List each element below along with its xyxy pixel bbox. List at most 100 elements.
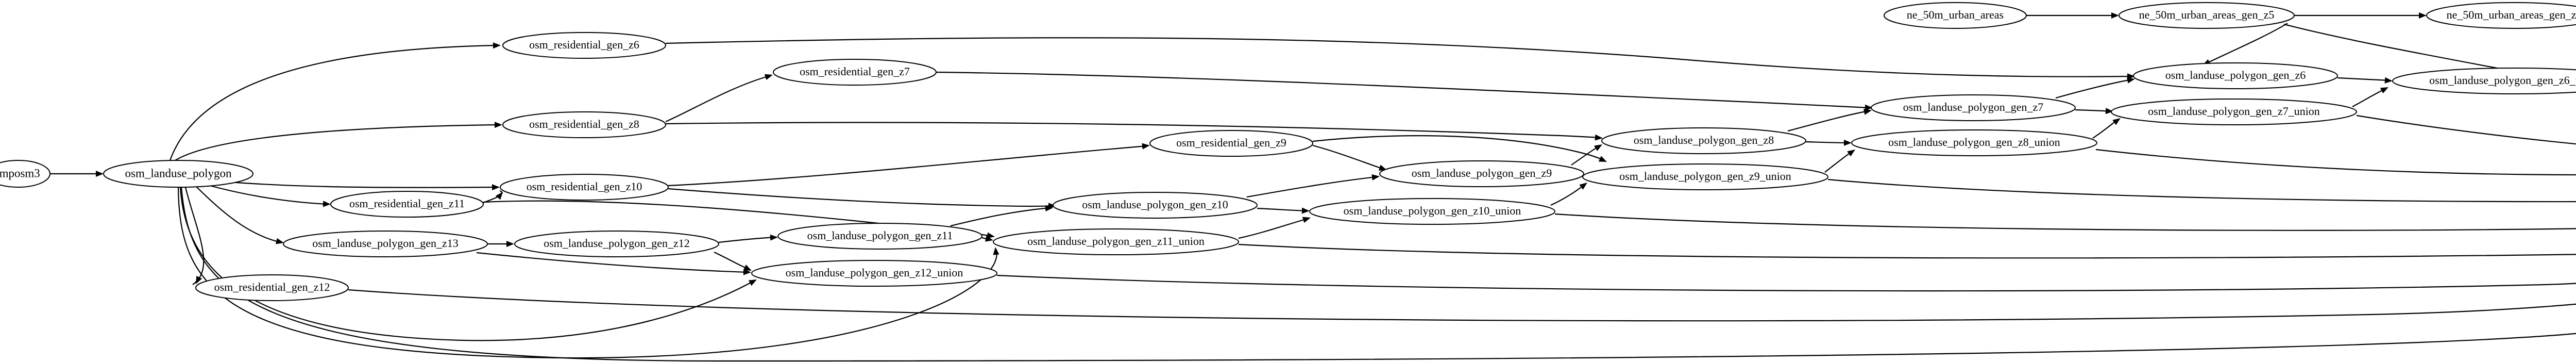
node-label: osm_landuse_polygon bbox=[125, 167, 232, 179]
edge-line bbox=[718, 236, 775, 243]
edge-line bbox=[206, 184, 328, 205]
node-ellipse[interactable] bbox=[2111, 98, 2357, 125]
arrowhead-icon bbox=[2105, 108, 2113, 114]
arrowhead-icon bbox=[96, 171, 104, 177]
graph-node-osm_residential_gen_z10[interactable]: osm_residential_gen_z10 bbox=[500, 174, 669, 201]
arrowhead-icon bbox=[1594, 144, 1602, 151]
edge bbox=[2055, 77, 2135, 99]
arrowhead-icon bbox=[743, 265, 752, 271]
node-label: osm_landuse_polygon_gen_z7_union bbox=[2148, 105, 2320, 118]
node-ellipse[interactable] bbox=[1601, 127, 1806, 154]
node-ellipse[interactable] bbox=[1149, 130, 1313, 157]
arrowhead-icon bbox=[1579, 183, 1587, 190]
edge bbox=[1238, 217, 1311, 239]
edge-line bbox=[348, 289, 2576, 322]
arrowhead-icon bbox=[1847, 150, 1855, 157]
node-label: osm_landuse_polygon_gen_z8 bbox=[1634, 134, 1774, 146]
node-label: osm_landuse_polygon_gen_z10 bbox=[1082, 198, 1228, 211]
node-ellipse[interactable] bbox=[1309, 198, 1555, 225]
graph-node-osm_landuse_polygon_gen_z7[interactable]: osm_landuse_polygon_gen_z7 bbox=[1871, 94, 2076, 121]
edge bbox=[184, 187, 205, 285]
edge-line bbox=[1257, 207, 1307, 212]
node-ellipse[interactable] bbox=[773, 59, 937, 86]
arrowhead-icon bbox=[764, 74, 773, 80]
node-ellipse[interactable] bbox=[2133, 62, 2338, 89]
graph-node-osm_landuse_polygon_gen_z10_union[interactable]: osm_landuse_polygon_gen_z10_union bbox=[1309, 198, 1555, 225]
graph-node-ne_50m_urban_areas_gen_z5[interactable]: ne_50m_urban_areas_gen_z5 bbox=[2119, 2, 2295, 29]
edge-line bbox=[1554, 213, 2576, 231]
arrowhead-icon bbox=[2419, 12, 2427, 19]
node-ellipse[interactable] bbox=[502, 32, 666, 59]
node-label: osm_landuse_polygon_gen_z10_union bbox=[1344, 204, 1521, 217]
edge-line bbox=[950, 207, 1050, 227]
graph-node-osm_landuse_polygon_gen_z7_union[interactable]: osm_landuse_polygon_gen_z7_union bbox=[2111, 98, 2357, 125]
node-ellipse[interactable] bbox=[2426, 2, 2576, 29]
node-ellipse[interactable] bbox=[2119, 2, 2295, 29]
edge-line bbox=[1787, 110, 1869, 132]
node-label: osm_landuse_polygon_gen_z6_union bbox=[2429, 74, 2576, 87]
node-ellipse[interactable] bbox=[1884, 2, 2027, 29]
edge bbox=[2337, 77, 2393, 84]
arrowhead-icon bbox=[1371, 174, 1380, 180]
graph-node-osm_residential_gen_z11[interactable]: osm_residential_gen_z11 bbox=[330, 191, 484, 218]
arrowhead-icon bbox=[1045, 205, 1053, 212]
graph-node-osm_landuse_polygon[interactable]: osm_landuse_polygon bbox=[103, 160, 253, 188]
node-ellipse[interactable] bbox=[1851, 129, 2097, 156]
arrowhead-icon bbox=[993, 247, 999, 255]
edge bbox=[1824, 150, 1855, 173]
edge-line bbox=[195, 186, 281, 243]
graph-node-osm_landuse_polygon_gen_z6_union[interactable]: osm_landuse_polygon_gen_z6_union bbox=[2392, 68, 2576, 94]
graph-node-osm_residential_gen_z8[interactable]: osm_residential_gen_z8 bbox=[502, 111, 666, 138]
graph-node-osm_residential_gen_z7[interactable]: osm_residential_gen_z7 bbox=[773, 59, 937, 86]
graph-node-osm_landuse_polygon_gen_z8[interactable]: osm_landuse_polygon_gen_z8 bbox=[1601, 127, 1806, 154]
edge-line bbox=[184, 187, 205, 285]
graph-node-osm_landuse_polygon_gen_z12[interactable]: osm_landuse_polygon_gen_z12 bbox=[514, 231, 719, 257]
graph-node-ne_50m_urban_areas_gen_z4[interactable]: ne_50m_urban_areas_gen_z4 bbox=[2426, 2, 2576, 29]
node-ellipse[interactable] bbox=[0, 160, 50, 188]
arrowhead-icon bbox=[1301, 207, 1310, 214]
node-ellipse[interactable] bbox=[502, 111, 666, 138]
edge bbox=[179, 187, 757, 341]
edges-layer bbox=[50, 12, 2576, 362]
arrowhead-icon bbox=[2127, 77, 2135, 84]
node-ellipse[interactable] bbox=[330, 191, 484, 218]
arrowhead-icon bbox=[2380, 87, 2388, 94]
graph-node-osm_landuse_polygon_gen_z9[interactable]: osm_landuse_polygon_gen_z9 bbox=[1379, 160, 1584, 187]
arrowhead-icon bbox=[2384, 77, 2393, 84]
node-ellipse[interactable] bbox=[514, 231, 719, 257]
graph-node-osm_landuse_polygon_gen_z11[interactable]: osm_landuse_polygon_gen_z11 bbox=[777, 223, 982, 250]
arrowhead-icon bbox=[492, 184, 500, 191]
node-ellipse[interactable] bbox=[283, 231, 488, 257]
graph-node-imposm3[interactable]: imposm3 bbox=[0, 160, 50, 188]
graph-node-osm_landuse_polygon_gen_z10[interactable]: osm_landuse_polygon_gen_z10 bbox=[1053, 192, 1258, 219]
node-ellipse[interactable] bbox=[1871, 94, 2076, 121]
graph-node-osm_residential_gen_z6[interactable]: osm_residential_gen_z6 bbox=[502, 32, 666, 59]
graph-node-osm_landuse_polygon_gen_z13[interactable]: osm_landuse_polygon_gen_z13 bbox=[283, 231, 488, 257]
arrowhead-icon bbox=[748, 279, 757, 286]
graph-node-osm_landuse_polygon_gen_z6[interactable]: osm_landuse_polygon_gen_z6 bbox=[2133, 62, 2338, 89]
node-ellipse[interactable] bbox=[993, 228, 1239, 255]
node-ellipse[interactable] bbox=[103, 160, 253, 188]
arrowhead-icon bbox=[276, 238, 284, 244]
graph-node-osm_landuse_polygon_gen_z11_union[interactable]: osm_landuse_polygon_gen_z11_union bbox=[993, 228, 1239, 255]
node-ellipse[interactable] bbox=[1582, 163, 1828, 190]
node-ellipse[interactable] bbox=[500, 174, 669, 201]
graph-node-osm_landuse_polygon_gen_z8_union[interactable]: osm_landuse_polygon_gen_z8_union bbox=[1851, 129, 2097, 156]
node-label: osm_landuse_polygon_gen_z13 bbox=[312, 237, 459, 250]
graph-node-osm_residential_gen_z9[interactable]: osm_residential_gen_z9 bbox=[1149, 130, 1313, 157]
node-label: osm_landuse_polygon_gen_z6 bbox=[2165, 69, 2306, 81]
node-ellipse[interactable] bbox=[751, 260, 997, 287]
edge-line bbox=[668, 188, 1054, 207]
nodes-layer: imposm3 osm_landuse_polygon osm_residentia… bbox=[0, 2, 2576, 301]
graph-node-osm_landuse_polygon_gen_z9_union[interactable]: osm_landuse_polygon_gen_z9_union bbox=[1582, 163, 1828, 190]
graph-node-ne_50m_urban_areas[interactable]: ne_50m_urban_areas bbox=[1884, 2, 2027, 29]
node-label: osm_landuse_polygon_gen_z12_union bbox=[786, 266, 963, 279]
node-ellipse[interactable] bbox=[1053, 192, 1258, 219]
node-ellipse[interactable] bbox=[777, 223, 982, 250]
node-ellipse[interactable] bbox=[195, 274, 349, 301]
node-label: ne_50m_urban_areas_gen_z5 bbox=[2139, 8, 2275, 21]
node-ellipse[interactable] bbox=[1379, 160, 1584, 187]
node-ellipse[interactable] bbox=[2392, 68, 2576, 94]
graph-node-osm_landuse_polygon_gen_z12_union[interactable]: osm_landuse_polygon_gen_z12_union bbox=[751, 260, 997, 287]
graph-node-osm_residential_gen_z12[interactable]: osm_residential_gen_z12 bbox=[195, 274, 349, 301]
